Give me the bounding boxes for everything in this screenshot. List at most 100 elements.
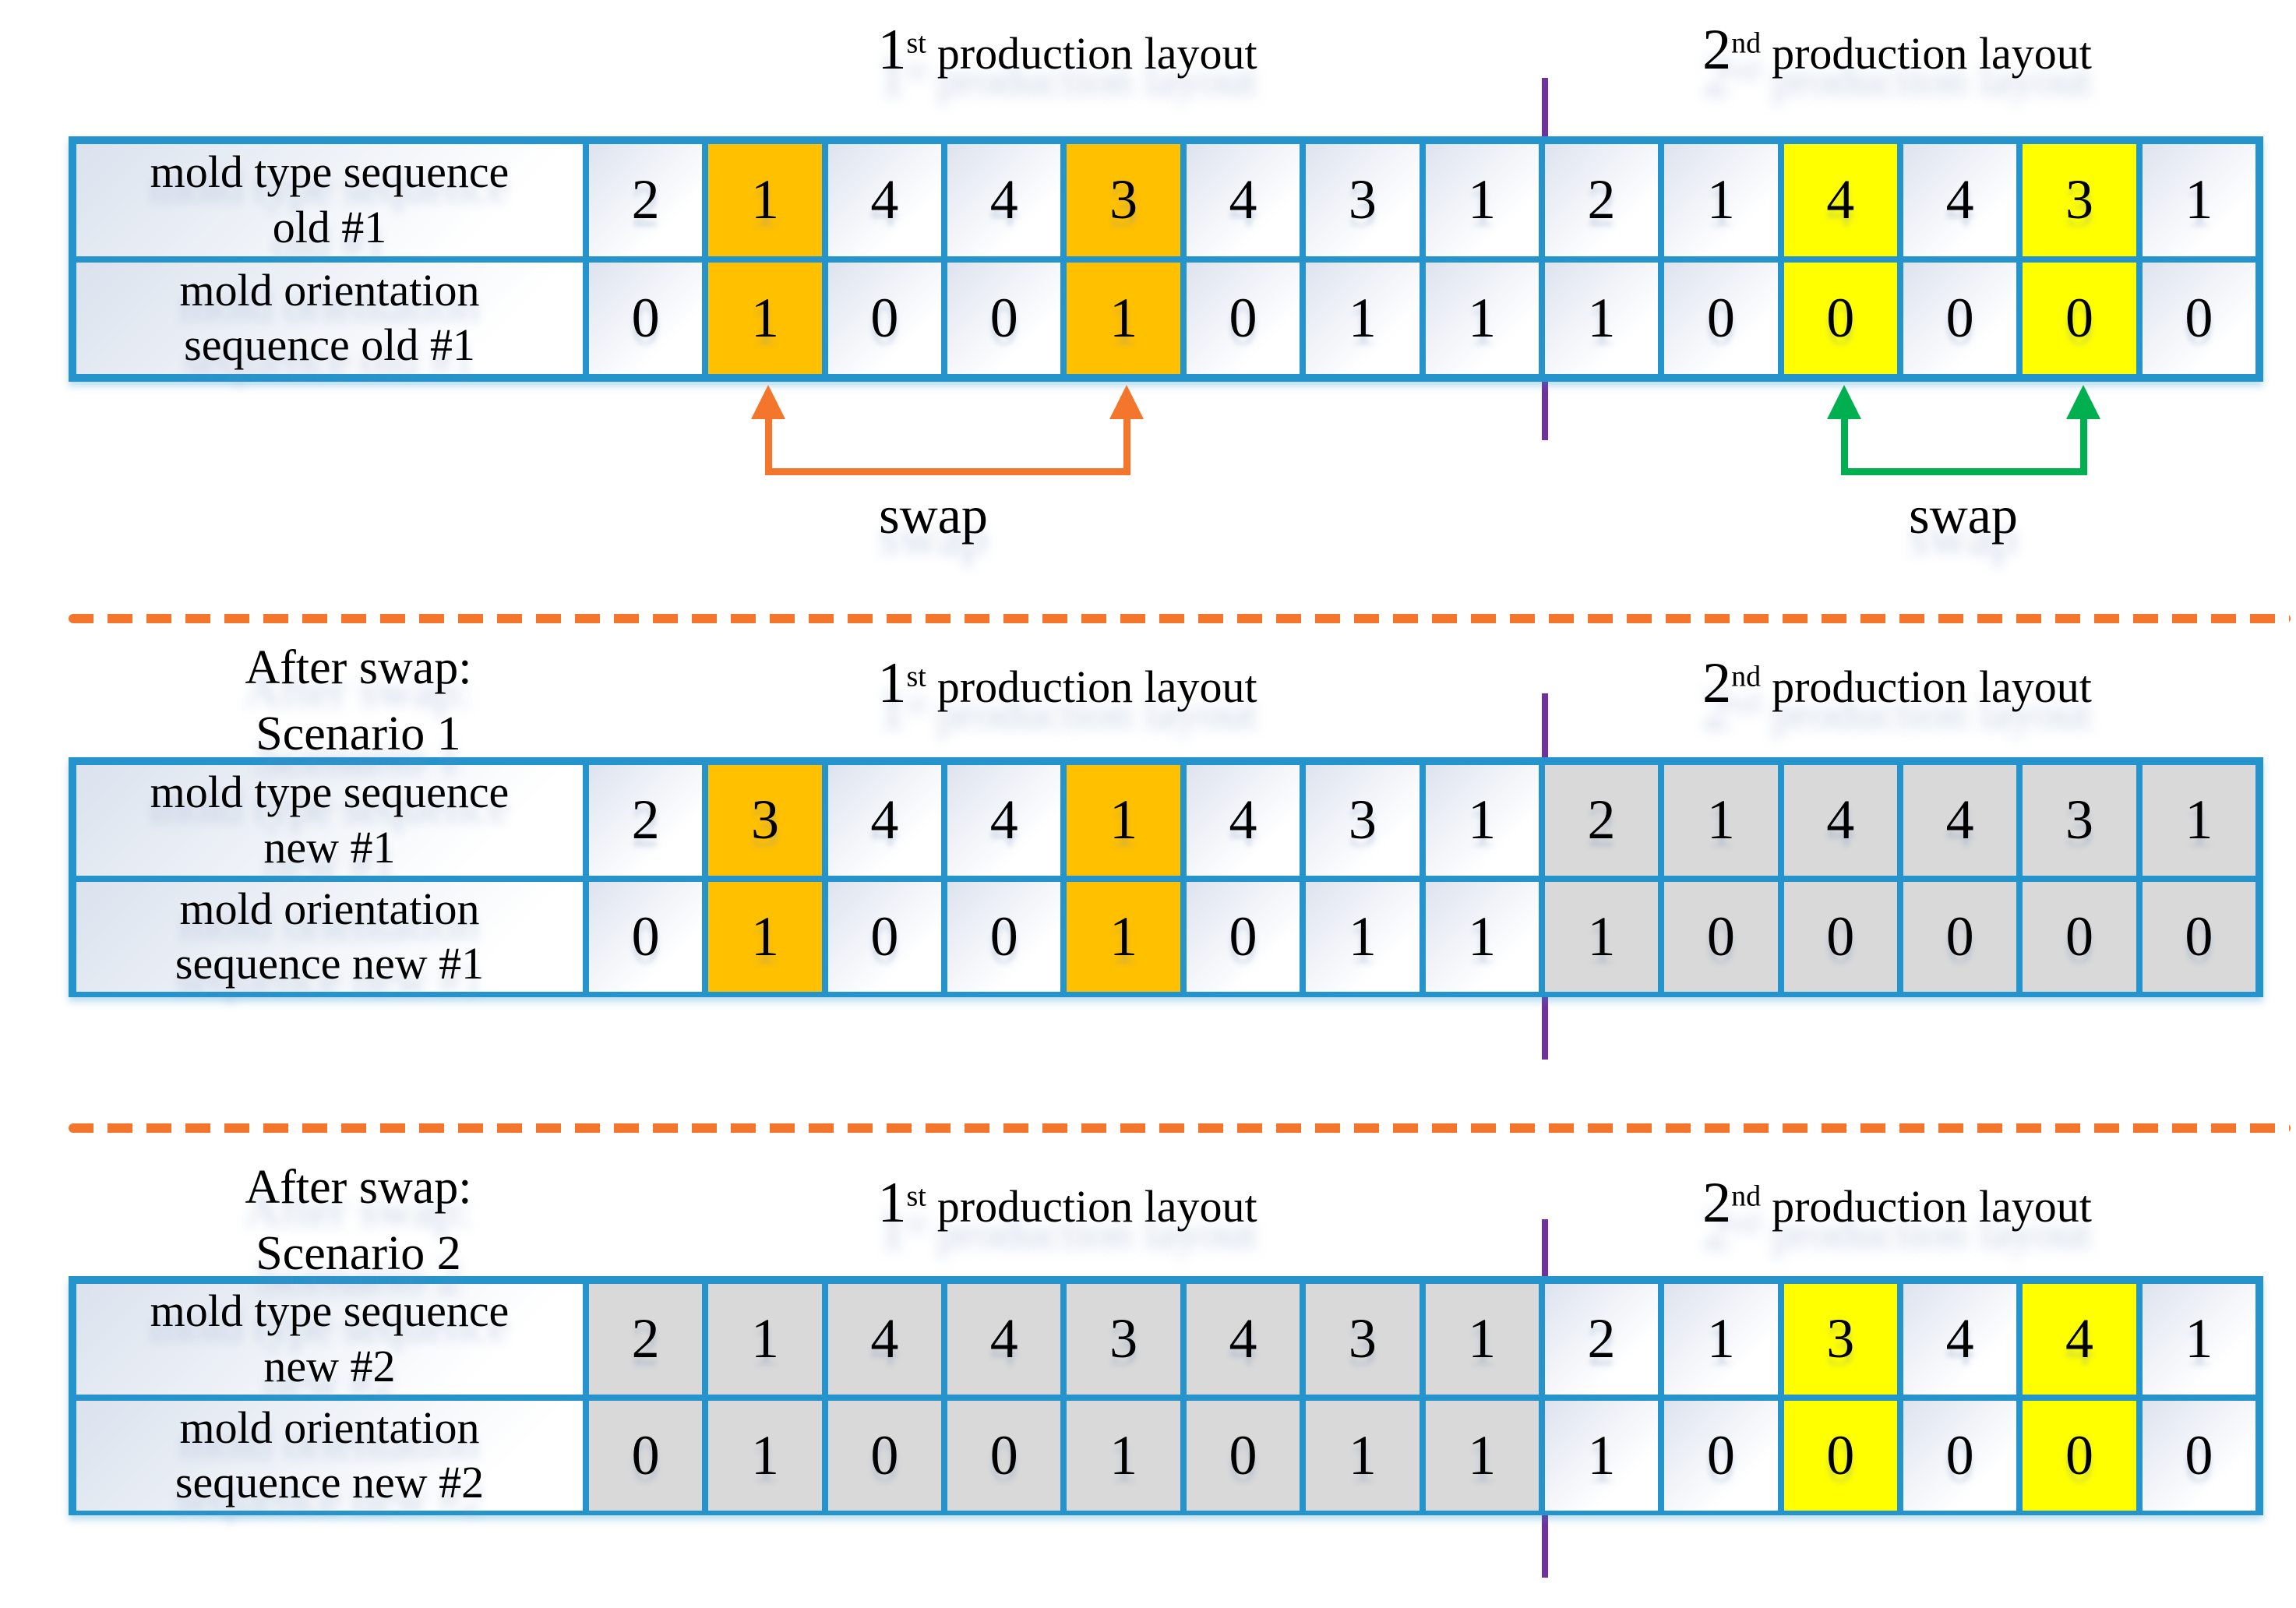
header-text: production layout <box>936 661 1257 712</box>
row-label-line: mold type sequence <box>150 1285 510 1336</box>
cell: 4 <box>947 144 1061 256</box>
cell: 0 <box>589 1400 703 1511</box>
header-text: production layout <box>1772 1181 2092 1232</box>
cell: 1 <box>2142 765 2255 876</box>
cell: 4 <box>1186 765 1300 876</box>
second-production-layout-header: 2nd production layout <box>1624 1170 2170 1236</box>
cell: 4 <box>1783 144 1897 256</box>
sequence-table-scenario-2: mold type sequence new #2 2 1 4 4 3 4 3 … <box>69 1276 2263 1515</box>
cell: 0 <box>1783 1400 1897 1511</box>
cell: 3 <box>1306 144 1420 256</box>
cell: 4 <box>1186 144 1300 256</box>
row-label-line: sequence new #2 <box>175 1457 485 1508</box>
cell: 1 <box>708 1284 822 1395</box>
arrow-up-icon <box>1827 385 1861 419</box>
cell: 1 <box>1425 144 1539 256</box>
cell: 4 <box>827 1284 942 1395</box>
cell: 4 <box>947 765 1061 876</box>
cell: 3 <box>2023 765 2136 876</box>
cell: 1 <box>708 144 822 256</box>
swap-bracket-right-bar <box>2080 416 2087 475</box>
arrow-up-icon <box>2066 385 2100 419</box>
cell: 4 <box>827 144 942 256</box>
cell: 0 <box>1903 1400 2017 1511</box>
cell: 0 <box>827 881 942 992</box>
scenario-title-line: Scenario 2 <box>256 1226 461 1280</box>
cell: 1 <box>1425 765 1539 876</box>
cell: 3 <box>708 765 822 876</box>
header-ordinal-suffix: nd <box>1731 660 1762 693</box>
swap-bracket-left-bar <box>1841 416 1848 475</box>
cell: 3 <box>1067 1284 1180 1395</box>
cell: 0 <box>1186 881 1300 992</box>
cell: 4 <box>1903 1284 2017 1395</box>
cell: 0 <box>947 262 1061 374</box>
cell: 2 <box>1544 144 1659 256</box>
swap-bracket-left-bar <box>765 416 772 475</box>
arrow-up-icon <box>751 385 785 419</box>
swap-bracket-bottom-bar <box>1841 468 2087 475</box>
cell: 0 <box>947 1400 1061 1511</box>
cell: 2 <box>589 144 703 256</box>
cell: 4 <box>1903 765 2017 876</box>
cell: 2 <box>589 1284 703 1395</box>
header-ordinal: 2 <box>1702 1171 1732 1235</box>
header-ordinal: 1 <box>877 1171 907 1235</box>
cell: 1 <box>708 881 822 992</box>
cell: 0 <box>2142 1400 2255 1511</box>
cell: 0 <box>2142 262 2255 374</box>
swap-label: swap <box>879 485 988 545</box>
cell: 4 <box>1783 765 1897 876</box>
header-ordinal-suffix: st <box>906 26 926 60</box>
scenario-title: After swap: Scenario 1 <box>117 635 600 767</box>
arrow-up-icon <box>1109 385 1144 419</box>
cell: 0 <box>827 1400 942 1511</box>
cell: 4 <box>1186 1284 1300 1395</box>
cell: 1 <box>1306 262 1420 374</box>
cell: 1 <box>2142 1284 2255 1395</box>
header-text: production layout <box>1772 28 2092 79</box>
cell: 1 <box>1544 881 1659 992</box>
header-ordinal-suffix: nd <box>1731 26 1762 60</box>
row-label-line: mold orientation <box>179 264 480 316</box>
cell: 0 <box>1664 881 1778 992</box>
cell: 3 <box>1306 765 1420 876</box>
cell: 1 <box>1664 1284 1778 1395</box>
header-ordinal: 2 <box>1702 651 1732 715</box>
cell: 2 <box>1544 1284 1659 1395</box>
cell: 4 <box>2023 1284 2136 1395</box>
cell: 1 <box>1067 1400 1180 1511</box>
cell: 1 <box>1425 881 1539 992</box>
cell: 0 <box>1903 881 2017 992</box>
cell: 0 <box>2023 881 2136 992</box>
scenario-title-line: After swap: <box>245 641 472 694</box>
row-label-line: new #1 <box>263 821 396 873</box>
cell: 1 <box>1544 262 1659 374</box>
row-label: mold orientation sequence new #1 <box>76 881 583 992</box>
cell: 3 <box>1067 144 1180 256</box>
cell: 1 <box>708 262 822 374</box>
row-label: mold type sequence new #2 <box>76 1284 583 1395</box>
header-ordinal-suffix: nd <box>1731 1180 1762 1213</box>
cell: 1 <box>1306 1400 1420 1511</box>
cell: 1 <box>1067 262 1180 374</box>
dashed-divider <box>69 614 2291 623</box>
cell: 0 <box>827 262 942 374</box>
cell: 1 <box>708 1400 822 1511</box>
swap-bracket-right-bar <box>1123 416 1130 475</box>
row-label-line: mold type sequence <box>150 767 510 817</box>
cell: 4 <box>947 1284 1061 1395</box>
row-label: mold type sequence old #1 <box>76 144 583 256</box>
cell: 1 <box>1425 1284 1539 1395</box>
cell: 1 <box>1067 881 1180 992</box>
sequence-table-original: mold type sequence old #1 2 1 4 4 3 4 3 … <box>69 136 2263 382</box>
header-ordinal: 2 <box>1702 18 1732 82</box>
cell: 0 <box>2023 262 2136 374</box>
cell: 1 <box>1067 765 1180 876</box>
cell: 1 <box>1425 1400 1539 1511</box>
cell: 0 <box>2142 881 2255 992</box>
